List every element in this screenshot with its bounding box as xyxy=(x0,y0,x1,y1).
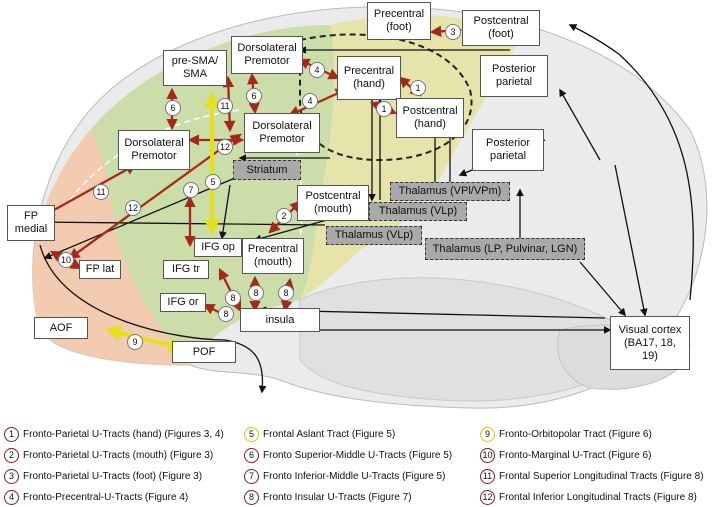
legend-number: 5 xyxy=(244,427,259,442)
badge-tract-12b: 12 xyxy=(125,200,141,216)
badge-tract-9: 9 xyxy=(127,334,143,350)
box-postcentral-mouth: Postcentral (mouth) xyxy=(297,185,369,221)
box-precentral-mouth: Precentral (mouth) xyxy=(242,238,304,274)
legend-number: 3 xyxy=(4,469,19,484)
legend: 1 Fronto-Parietal U-Tracts (hand) (Figure… xyxy=(0,420,722,507)
badge-tract-6a: 6 xyxy=(165,100,181,116)
legend-label: Fronto-Marginal U-Tract (Figure 6) xyxy=(499,450,652,461)
badge-tract-5: 5 xyxy=(205,174,221,190)
legend-number: 12 xyxy=(480,490,495,505)
box-striatum: Striatum xyxy=(233,160,301,180)
badge-tract-7: 7 xyxy=(183,182,199,198)
box-thalamus-vlp-2: Thalamus (VLp) xyxy=(326,226,422,245)
badge-tract-8d: 8 xyxy=(218,306,234,322)
box-aof: AOF xyxy=(34,317,88,339)
box-insula: insula xyxy=(240,308,320,332)
legend-item-11: 11 Frontal Superior Longitudinal Tracts (… xyxy=(480,469,704,484)
box-precentral-hand: Precentral (hand) xyxy=(337,56,401,100)
legend-item-5: 5 Frontal Aslant Tract (Figure 5) xyxy=(244,427,395,442)
badge-tract-11a: 11 xyxy=(217,98,233,114)
badge-tract-12a: 12 xyxy=(217,139,233,155)
box-dorsolateral-premotor-mid: Dorsolateral Premotor xyxy=(244,113,320,153)
legend-item-6: 6 Fronto Superior-Middle U-Tracts (Figure… xyxy=(244,448,452,463)
box-dorsolateral-premotor-left: Dorsolateral Premotor xyxy=(118,130,190,170)
legend-label: Fronto-Precentral-U-Tracts (Figure 4) xyxy=(23,492,189,503)
box-ifg-tr: IFG tr xyxy=(163,260,209,279)
badge-tract-1b: 1 xyxy=(376,101,392,117)
legend-label: Fronto-Parietal U-Tracts (foot) (Figure … xyxy=(23,471,203,482)
box-fp-lat: FP lat xyxy=(79,260,121,279)
legend-number: 11 xyxy=(480,469,495,484)
legend-label: Fronto-Parietal U-Tracts (mouth) (Figure… xyxy=(23,450,214,461)
yellow-tract-arrows xyxy=(104,91,220,353)
box-thalamus-vlp-1: Thalamus (VLp) xyxy=(369,202,467,221)
badge-tract-10: 10 xyxy=(58,252,74,268)
box-posterior-parietal-mid: Posterior parietal xyxy=(472,129,544,171)
box-thalamus-lp-pulvinar-lgn: Thalamus (LP, Pulvinar, LGN) xyxy=(425,238,585,260)
badge-tract-8a: 8 xyxy=(225,290,241,306)
legend-item-4: 4 Fronto-Precentral-U-Tracts (Figure 4) xyxy=(4,490,188,505)
legend-label: Frontal Inferior Longitudinal Tracts (Fi… xyxy=(499,492,697,503)
legend-number: 9 xyxy=(480,427,495,442)
box-fp-medial: FP medial xyxy=(7,205,55,241)
legend-number: 2 xyxy=(4,448,19,463)
legend-label: Fronto-Parietal U-Tracts (hand) (Figures… xyxy=(23,429,224,440)
legend-label: Fronto Inferior-Middle U-Tracts (Figure … xyxy=(263,471,446,482)
legend-number: 10 xyxy=(480,448,495,463)
legend-item-12: 12 Frontal Inferior Longitudinal Tracts (… xyxy=(480,490,697,505)
box-pre-sma: pre-SMA/ SMA xyxy=(163,50,227,86)
box-pof: POF xyxy=(172,341,236,363)
legend-number: 7 xyxy=(244,469,259,484)
box-postcentral-foot: Postcentral (foot) xyxy=(462,10,540,46)
box-thalamus-vpl-vpm: Thalamus (VPl/VPm) xyxy=(390,182,510,201)
badge-tract-6b: 6 xyxy=(246,88,262,104)
legend-number: 6 xyxy=(244,448,259,463)
legend-item-7: 7 Fronto Inferior-Middle U-Tracts (Figure… xyxy=(244,469,445,484)
legend-item-3: 3 Fronto-Parietal U-Tracts (foot) (Figure… xyxy=(4,469,202,484)
badge-tract-1a: 1 xyxy=(410,80,426,96)
legend-label: Frontal Aslant Tract (Figure 5) xyxy=(263,429,396,440)
box-ifg-op: IFG op xyxy=(194,238,242,257)
box-dorsolateral-premotor-top: Dorsolateral Premotor xyxy=(231,36,303,74)
box-visual-cortex: Visual cortex (BA17, 18, 19) xyxy=(610,316,690,370)
legend-item-10: 10 Fronto-Marginal U-Tract (Figure 6) xyxy=(480,448,651,463)
box-precentral-foot: Precentral (foot) xyxy=(367,2,431,40)
legend-label: Fronto Superior-Middle U-Tracts (Figure … xyxy=(263,450,453,461)
legend-number: 8 xyxy=(244,490,259,505)
box-ifg-or: IFG or xyxy=(160,293,206,312)
legend-item-9: 9 Fronto-Orbitopolar Tract (Figure 6) xyxy=(480,427,652,442)
badge-tract-4a: 4 xyxy=(309,62,325,78)
badge-tract-4b: 4 xyxy=(302,93,318,109)
legend-label: Fronto Insular U-Tracts (Figure 7) xyxy=(263,492,412,503)
badge-tract-2: 2 xyxy=(276,208,292,224)
legend-item-1: 1 Fronto-Parietal U-Tracts (hand) (Figure… xyxy=(4,427,224,442)
badge-tract-3: 3 xyxy=(445,24,461,40)
box-postcentral-hand: Postcentral (hand) xyxy=(396,98,464,138)
legend-item-2: 2 Fronto-Parietal U-Tracts (mouth) (Figur… xyxy=(4,448,213,463)
legend-number: 1 xyxy=(4,427,19,442)
badge-tract-8c: 8 xyxy=(278,285,294,301)
legend-label: Frontal Superior Longitudinal Tracts (Fi… xyxy=(499,471,704,482)
box-posterior-parietal-top: Posterior parietal xyxy=(480,55,548,97)
legend-number: 4 xyxy=(4,490,19,505)
legend-label: Fronto-Orbitopolar Tract (Figure 6) xyxy=(499,429,652,440)
badge-tract-11b: 11 xyxy=(93,184,109,200)
badge-tract-8b: 8 xyxy=(248,285,264,301)
legend-item-8: 8 Fronto Insular U-Tracts (Figure 7) xyxy=(244,490,412,505)
